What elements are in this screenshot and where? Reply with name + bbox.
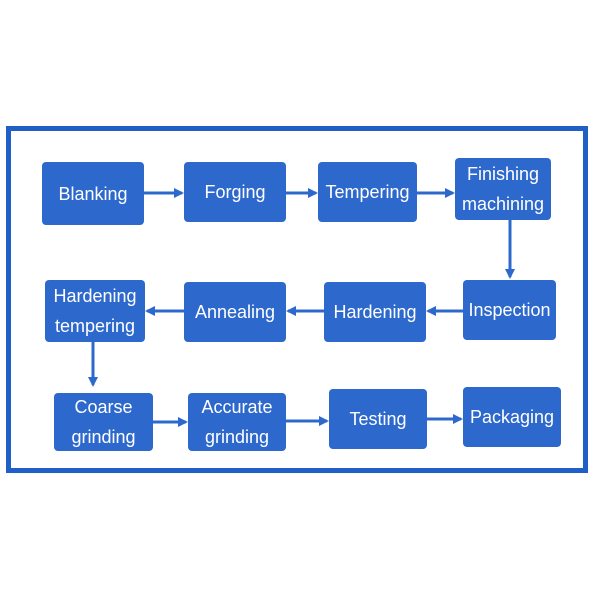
step-label: Hardening (333, 302, 417, 322)
diagram-frame (6, 126, 588, 473)
step-accurate-grinding: Accurate grinding (188, 393, 286, 451)
step-label: Inspection (468, 300, 551, 320)
step-packaging: Packaging (463, 387, 561, 447)
step-label: Testing (349, 409, 407, 429)
step-hardening: Hardening (324, 282, 426, 342)
step-annealing: Annealing (184, 282, 286, 342)
step-label: Tempering (325, 182, 410, 202)
step-label: Accurate grinding (201, 397, 273, 447)
step-label: Finishing machining (461, 164, 545, 214)
step-finishing-machining: Finishing machining (455, 158, 551, 220)
step-label: Blanking (58, 183, 128, 204)
step-tempering: Tempering (318, 162, 417, 222)
step-coarse-grinding: Coarse grinding (54, 393, 153, 451)
step-label: Hardening tempering (53, 286, 137, 336)
step-label: Forging (204, 182, 266, 202)
step-testing: Testing (329, 389, 427, 449)
step-forging: Forging (184, 162, 286, 222)
step-blanking: Blanking (42, 162, 144, 225)
step-label: Coarse grinding (71, 397, 136, 447)
step-label: Annealing (194, 302, 276, 322)
step-label: Packaging (469, 407, 555, 427)
step-hardening-tempering: Hardening tempering (45, 280, 145, 342)
step-inspection: Inspection (463, 280, 556, 340)
